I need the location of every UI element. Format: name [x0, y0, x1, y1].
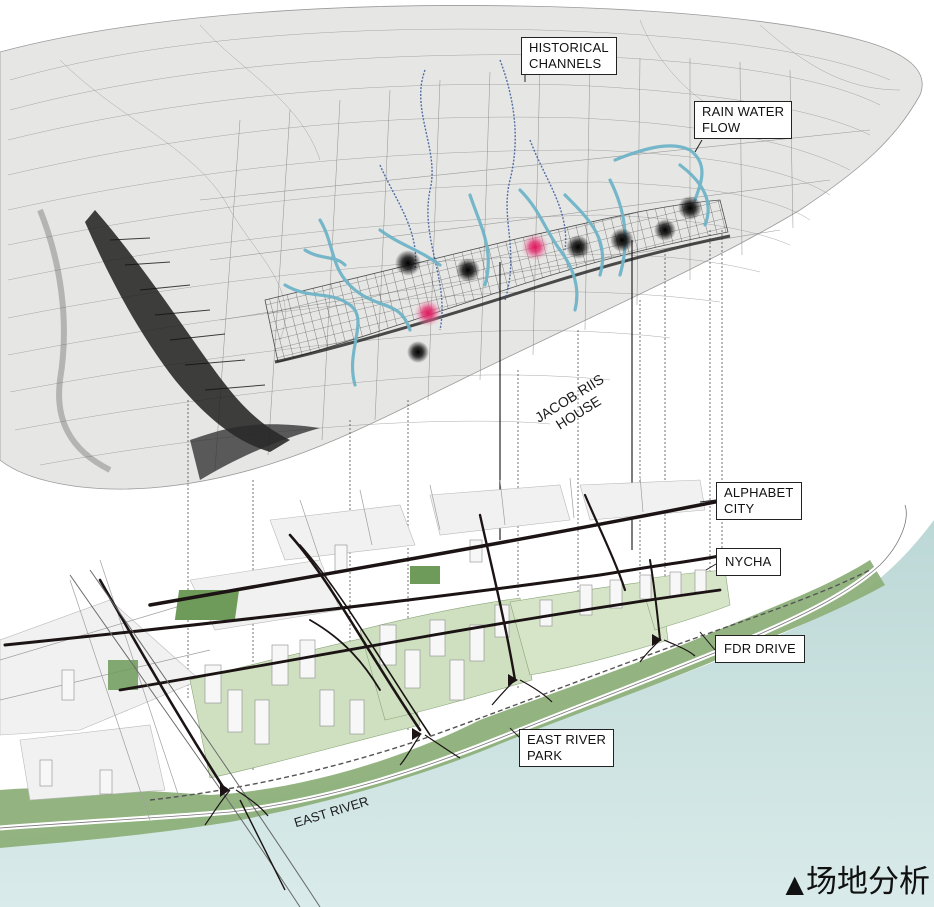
- rain-water-flow-label: RAIN WATER FLOW: [694, 101, 793, 139]
- flow-hotspots: [395, 196, 702, 363]
- east-river-park-strip: [0, 560, 885, 848]
- major-roads: [3, 493, 727, 792]
- east-river-park-line-2: PARK: [527, 748, 563, 763]
- alphabet-city-line-2: CITY: [724, 501, 755, 516]
- black-dot-icon: [456, 258, 480, 282]
- caption-text: 场地分析: [806, 864, 930, 900]
- fdr-drive-road: [149, 569, 871, 801]
- east-river-park-label: EAST RIVER PARK: [519, 729, 615, 767]
- black-dot-icon: [395, 250, 421, 276]
- black-dot-icon: [678, 196, 702, 220]
- nycha-text: NYCHA: [725, 554, 772, 569]
- urban-fabric-lines: [0, 475, 644, 821]
- black-dot-icon: [654, 219, 676, 241]
- black-dot-icon: [566, 235, 590, 259]
- contour-lines: [7, 19, 901, 466]
- site-blocks: [108, 566, 731, 779]
- historical-channels-line-2: CHANNELS: [529, 56, 602, 71]
- rain-water-flow-line-2: FLOW: [702, 120, 741, 135]
- bridge-spine: [37, 208, 320, 480]
- historical-channels-line-1: HISTORICAL: [529, 40, 609, 55]
- bridge-crossing: [69, 569, 321, 907]
- black-dot-icon: [407, 341, 429, 363]
- alphabet-city-line-1: ALPHABET: [724, 485, 794, 500]
- rain-water-flow: [283, 144, 710, 387]
- east-river-water: [0, 520, 934, 907]
- terrain-plate: [0, 5, 923, 490]
- alphabet-city-label: ALPHABET CITY: [716, 482, 802, 520]
- nycha-label: NYCHA: [716, 548, 781, 576]
- black-dot-icon: [610, 228, 634, 252]
- red-dot-icon: [414, 299, 442, 327]
- terrain-layer: [0, 5, 923, 490]
- triangle-up-icon: ▲: [785, 870, 804, 898]
- historical-channels-label: HISTORICAL CHANNELS: [521, 37, 617, 75]
- fdr-drive-text: FDR DRIVE: [724, 641, 796, 656]
- city-layer: [0, 475, 934, 907]
- rain-water-flow-line-1: RAIN WATER: [702, 104, 785, 119]
- east-river-park-line-1: EAST RIVER: [527, 732, 607, 747]
- historical-channels: [379, 59, 567, 331]
- housing-towers: [39, 539, 707, 795]
- fdr-drive-label: FDR DRIVE: [715, 635, 805, 663]
- flow-arrow-heads: [220, 634, 662, 797]
- red-dot-icon: [521, 233, 549, 261]
- figure-caption: ▲场地分析: [786, 863, 930, 903]
